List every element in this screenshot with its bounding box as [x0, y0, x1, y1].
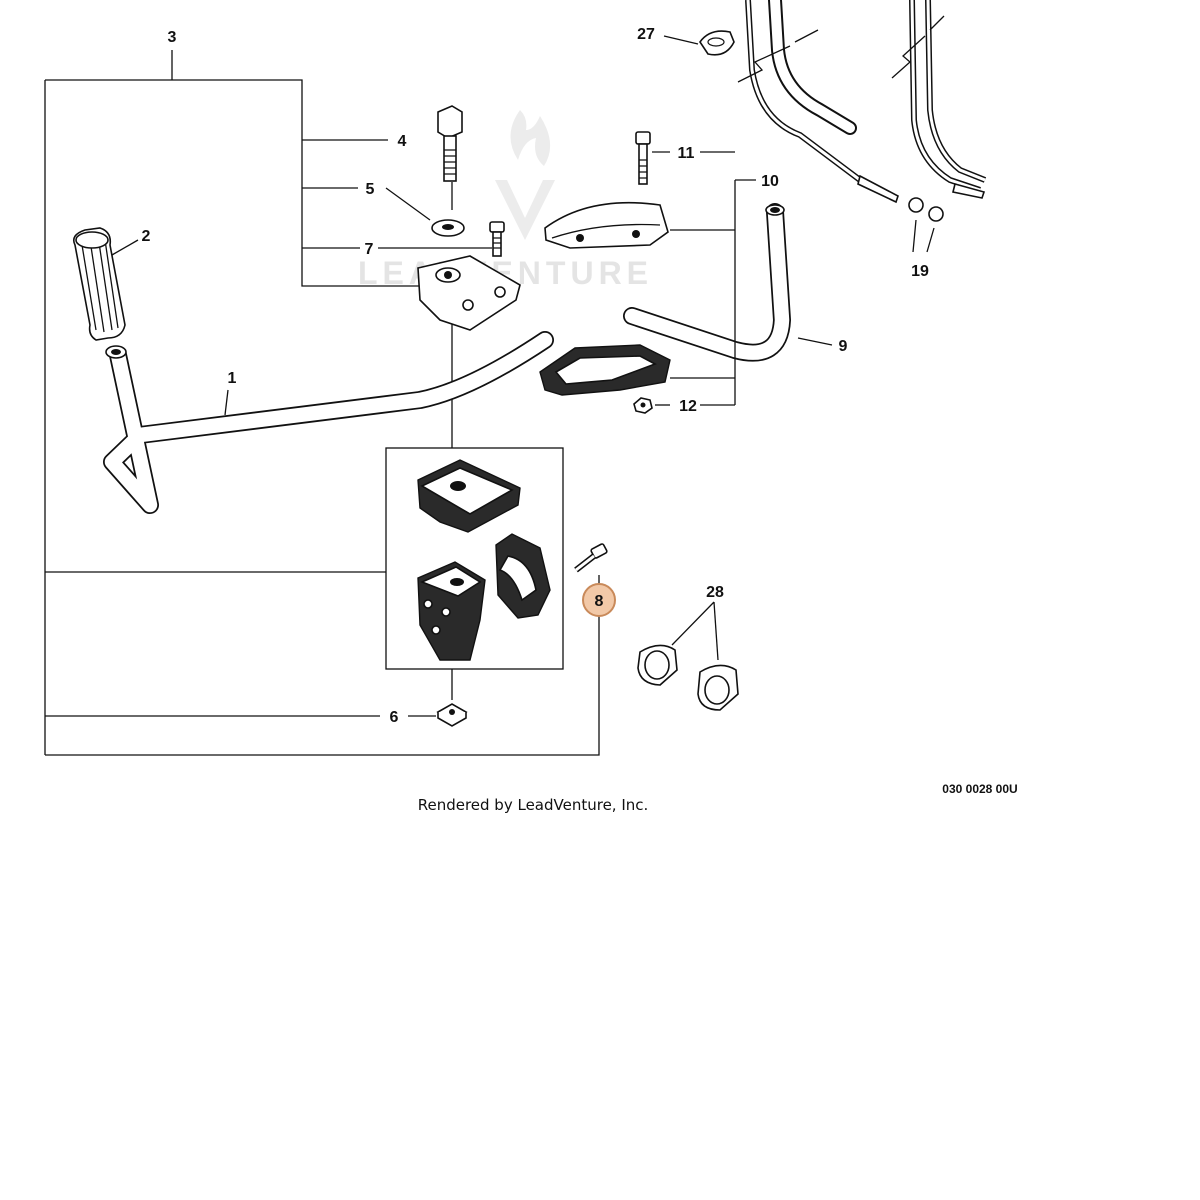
- callout-6[interactable]: 6: [390, 709, 399, 726]
- part-7-screw: [489, 221, 505, 257]
- callout-7[interactable]: 7: [365, 241, 374, 258]
- callout-10[interactable]: 10: [761, 173, 779, 190]
- callout-8[interactable]: 8: [595, 593, 604, 610]
- part-10-clamp-assembly: [652, 151, 756, 406]
- part-8-screw: [574, 543, 608, 585]
- callout-27[interactable]: 27: [637, 26, 655, 43]
- part-2-grip: [72, 227, 139, 341]
- clamp-side-half: [495, 533, 551, 619]
- clamp-top-upper: [417, 255, 521, 331]
- part-27-clip: [663, 30, 735, 56]
- clamp-upper-half: [417, 459, 521, 533]
- clamp-bottom-base: [539, 344, 671, 396]
- callout-2[interactable]: 2: [142, 228, 151, 245]
- clamp-top-cover: [544, 201, 669, 249]
- part-28-clips: [637, 601, 739, 711]
- clamp-lower-block: [417, 561, 486, 661]
- callout-19[interactable]: 19: [911, 263, 929, 280]
- part-11-screw: [635, 131, 651, 185]
- part-6-square-nut: [436, 703, 468, 727]
- group-3-bracket: [44, 50, 600, 756]
- highlight-circle: [582, 583, 616, 617]
- callout-11[interactable]: 11: [678, 145, 695, 162]
- cable-assembly: [737, 0, 987, 204]
- callout-28[interactable]: 28: [706, 584, 724, 601]
- callout-12[interactable]: 12: [679, 398, 697, 415]
- part-4-bolt: [437, 105, 463, 210]
- callout-5[interactable]: 5: [366, 181, 375, 198]
- callout-8-highlight[interactable]: 8: [582, 583, 616, 617]
- part-12-nut: [633, 397, 653, 414]
- callout-9[interactable]: 9: [839, 338, 848, 355]
- part-19-nuts: [908, 197, 944, 253]
- part-5-washer: [431, 219, 465, 237]
- callout-4[interactable]: 4: [398, 133, 407, 150]
- drawing-code: 030 0028 00U: [942, 782, 1017, 796]
- part-9-bent-tube: [623, 203, 833, 362]
- callout-3[interactable]: 3: [168, 29, 177, 46]
- render-credit: Rendered by LeadVenture, Inc.: [418, 796, 649, 814]
- part-1-handlebar-tube: [103, 331, 554, 514]
- callout-1[interactable]: 1: [228, 370, 237, 387]
